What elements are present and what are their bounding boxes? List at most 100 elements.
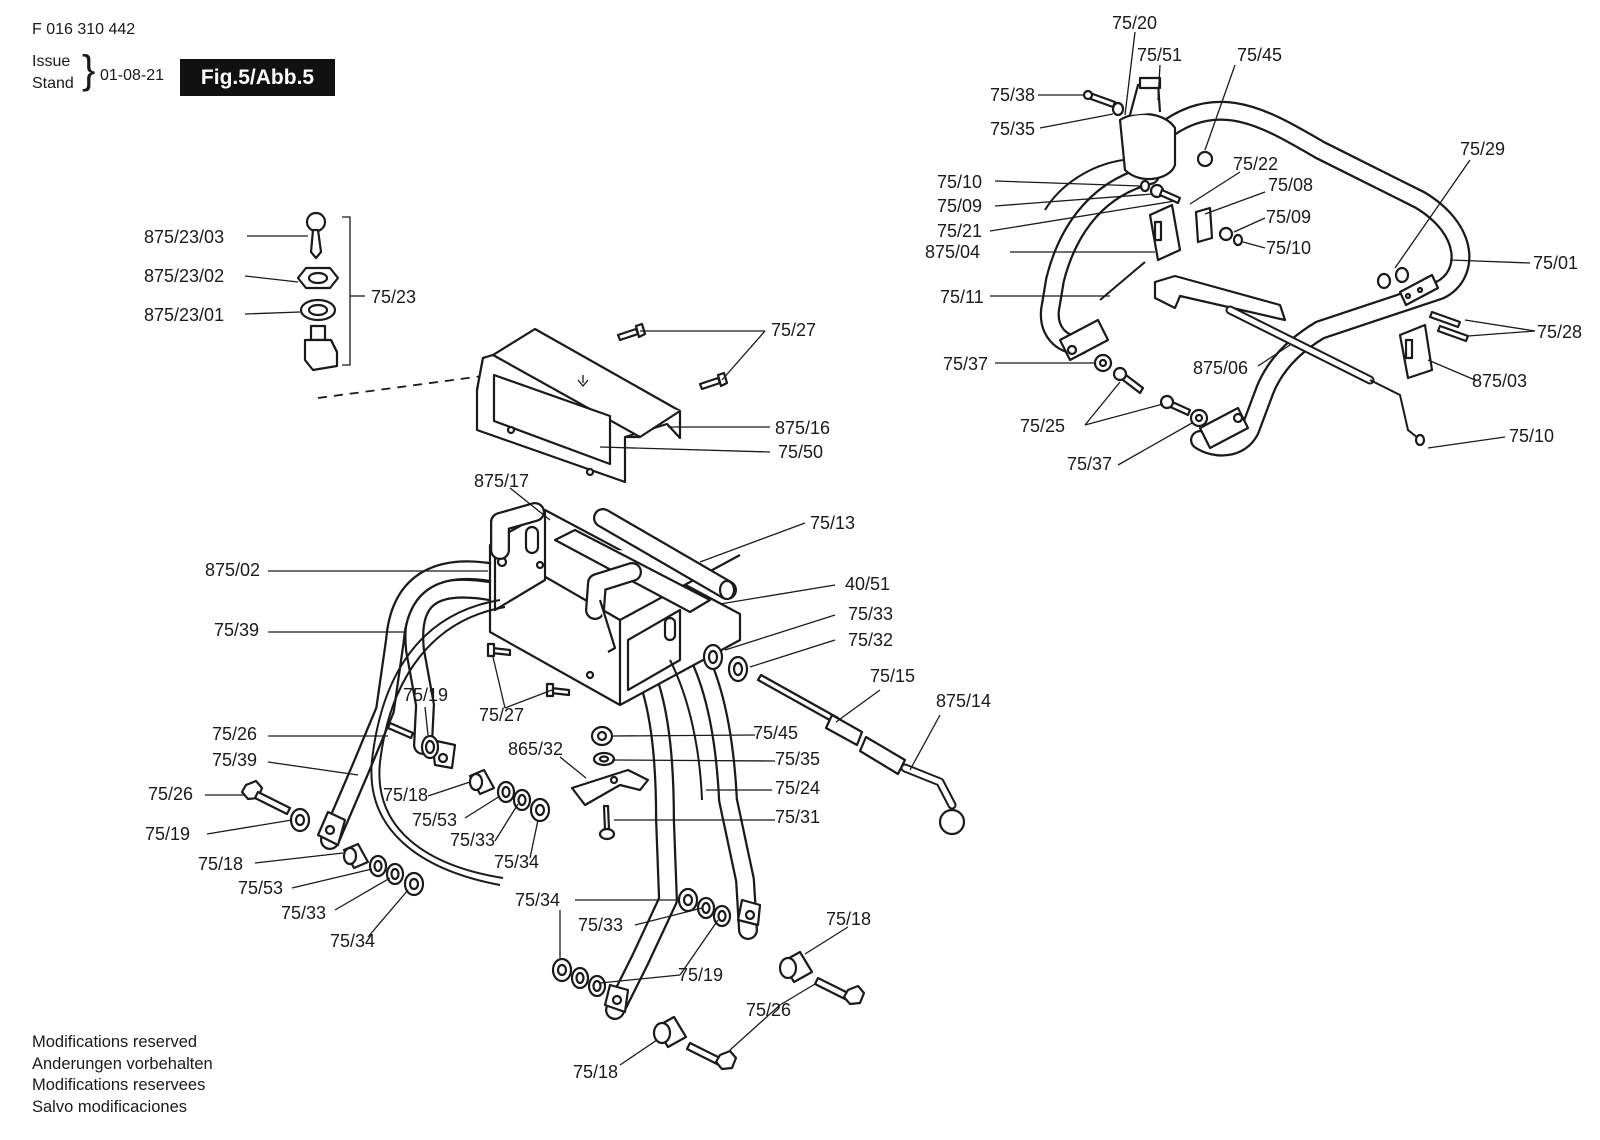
- spacer-icon: [468, 768, 496, 796]
- note-fr: Modifications reservees: [32, 1076, 206, 1094]
- callout-75-33: 75/33: [578, 915, 623, 935]
- callout-75-27: 75/27: [479, 705, 524, 725]
- callout-75-28: 75/28: [1537, 322, 1582, 342]
- cable-clamp-icon: [1148, 203, 1244, 262]
- callout-75-33: 75/33: [848, 604, 893, 624]
- callout-875-03: 875/03: [1472, 371, 1527, 391]
- throttle-cable: [756, 673, 966, 836]
- cable-clamp-icon: [1398, 323, 1434, 380]
- callout-75-33: 75/33: [281, 903, 326, 923]
- bolt-icon: [1159, 394, 1192, 417]
- callout-75-24: 75/24: [775, 778, 820, 798]
- callout-75-23: 75/23: [371, 287, 416, 307]
- nut-icon: [677, 887, 699, 913]
- callout-875-02: 875/02: [205, 560, 260, 580]
- hex-nut-icon: [296, 266, 340, 290]
- screw-icon: [1428, 310, 1470, 343]
- throttle-control: [1044, 76, 1177, 211]
- callout-75-45: 75/45: [1237, 45, 1282, 65]
- bolt-icon: [1082, 89, 1117, 109]
- note-es: Salvo modificaciones: [32, 1097, 187, 1116]
- screw-icon: [486, 642, 512, 658]
- callout-75-09: 75/09: [937, 196, 982, 216]
- callout-75-34: 75/34: [494, 852, 539, 872]
- callout-40-51: 40/51: [845, 574, 890, 594]
- callout-75-32: 75/32: [848, 630, 893, 650]
- upper-handle: [1039, 100, 1471, 457]
- callout-875-23-01: 875/23/01: [144, 305, 224, 325]
- callout-75-15: 75/15: [870, 666, 915, 686]
- brace-icon: }: [82, 48, 96, 92]
- bolt-icon: [1112, 366, 1145, 395]
- washer-icon: [289, 807, 311, 833]
- cable-lever-bracket: [1153, 274, 1426, 447]
- callout-75-34: 75/34: [515, 890, 560, 910]
- washer-icon: [1376, 272, 1392, 290]
- callout-75-08: 75/08: [1268, 175, 1313, 195]
- callout-75-11: 75/11: [940, 287, 984, 307]
- clamp-icon: [570, 768, 650, 807]
- screw-icon: [698, 371, 729, 391]
- callout-875-06: 875/06: [1193, 358, 1248, 378]
- callout-labels: 875/23/03 875/23/02 875/23/01 75/23 75/2…: [144, 13, 1582, 1082]
- callout-875-23-02: 875/23/02: [144, 266, 224, 286]
- key-switch-assembly: [296, 211, 574, 399]
- callout-75-27: 75/27: [771, 320, 816, 340]
- callout-75-38: 75/38: [990, 85, 1035, 105]
- callout-75-53: 75/53: [412, 810, 457, 830]
- callout-875-16: 875/16: [775, 418, 830, 438]
- spacer-icon: [342, 842, 370, 870]
- document-number: F 016 310 442: [32, 21, 136, 38]
- callout-75-26: 75/26: [746, 1000, 791, 1020]
- washer-icon: [696, 896, 716, 920]
- cable-75-39: [370, 599, 501, 886]
- callout-75-53: 75/53: [238, 878, 283, 898]
- callout-75-19: 75/19: [403, 685, 448, 705]
- callout-75-21: 75/21: [937, 221, 982, 241]
- callout-75-39: 75/39: [214, 620, 259, 640]
- callout-75-25: 75/25: [1020, 416, 1065, 436]
- nut-icon: [551, 957, 573, 983]
- callout-865-32: 865/32: [508, 739, 563, 759]
- cable-75-11: [1099, 261, 1146, 301]
- nut-icon: [1196, 150, 1214, 168]
- key-icon: [305, 211, 327, 260]
- spacer-icon: [778, 950, 814, 984]
- callout-75-50: 75/50: [778, 442, 823, 462]
- stand-label: Stand: [32, 75, 74, 92]
- callout-75-10: 75/10: [1509, 426, 1554, 446]
- spacer-icon: [652, 1015, 688, 1049]
- nut-icon: [590, 725, 614, 747]
- washer-icon: [385, 862, 405, 886]
- callout-75-35: 75/35: [775, 749, 820, 769]
- washer-icon: [368, 854, 388, 878]
- clip-icon: [1139, 179, 1182, 205]
- ignition-switch-icon: [303, 324, 339, 372]
- washer-icon: [1093, 353, 1113, 373]
- washer-icon: [587, 974, 607, 998]
- callout-75-39: 75/39: [212, 750, 257, 770]
- screw-icon: [616, 322, 647, 342]
- bolt-icon: [386, 721, 415, 740]
- leader-lines: [205, 31, 1536, 1066]
- callout-875-23-03: 875/23/03: [144, 227, 224, 247]
- callout-75-18: 75/18: [383, 785, 428, 805]
- callout-75-18: 75/18: [826, 909, 871, 929]
- washer-icon: [592, 751, 616, 767]
- callout-75-37: 75/37: [1067, 454, 1112, 474]
- callout-75-37: 75/37: [943, 354, 988, 374]
- callout-875-04: 875/04: [925, 242, 980, 262]
- callout-75-35: 75/35: [990, 119, 1035, 139]
- washer-icon: [496, 780, 516, 804]
- washer-icon: [570, 966, 590, 990]
- callout-75-26: 75/26: [148, 784, 193, 804]
- washer-icon: [727, 655, 749, 683]
- cover-plate: [475, 327, 682, 484]
- issue-date: 01-08-21: [100, 67, 165, 84]
- screw-icon: [598, 804, 616, 841]
- callout-75-09: 75/09: [1266, 207, 1311, 227]
- callout-75-13: 75/13: [810, 513, 855, 533]
- screw-icon: [545, 682, 571, 698]
- nut-icon: [529, 797, 551, 823]
